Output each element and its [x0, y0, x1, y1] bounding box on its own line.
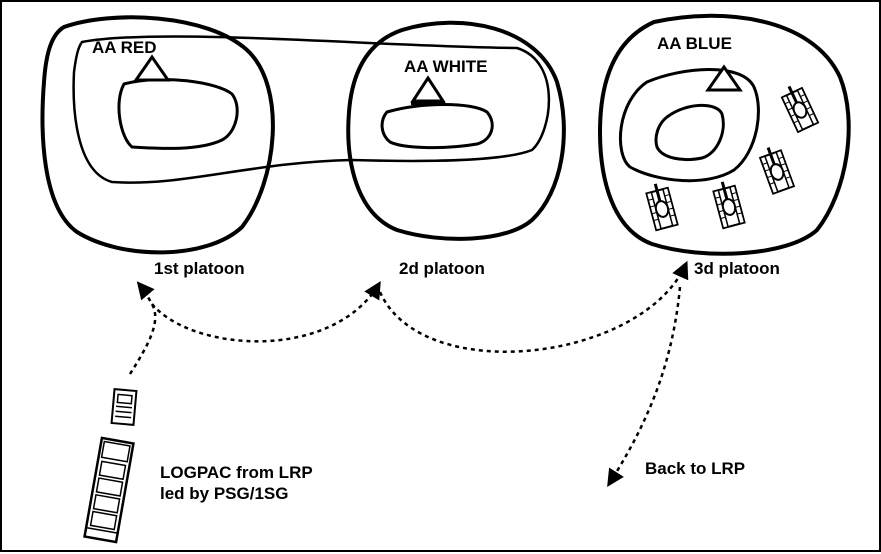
- tank-icon: [758, 144, 794, 194]
- route-to-1st-platoon: [130, 284, 155, 374]
- aa-red-triangle: [136, 57, 168, 80]
- tank-icon: [645, 181, 678, 230]
- aa-blue-area: AA BLUE: [600, 16, 849, 254]
- logpac-label-line1: LOGPAC from LRP: [160, 463, 313, 482]
- lead-vehicle-icon: [112, 389, 137, 425]
- aa-blue-label: AA BLUE: [657, 34, 732, 53]
- tank-icon: [779, 82, 818, 132]
- logpac-label-line2: led by PSG/1SG: [160, 484, 289, 503]
- back-to-lrp-label: Back to LRP: [645, 459, 745, 478]
- aa-red-label: AA RED: [92, 38, 157, 57]
- logpac-truck-icon: [85, 438, 134, 542]
- aa-white-label: AA WHITE: [404, 57, 487, 76]
- aa-white-inner-contour: [382, 105, 492, 148]
- logpac-route: [130, 264, 686, 484]
- route-1st-to-2d-platoon: [152, 284, 379, 341]
- route-back-to-lrp: [609, 287, 680, 484]
- aa-white-triangle: [413, 78, 443, 101]
- tank-icon: [712, 179, 745, 228]
- platoon-2-label: 2d platoon: [399, 259, 485, 278]
- aa-blue-contour-2: [656, 105, 723, 159]
- platoon-3-label: 3d platoon: [694, 259, 780, 278]
- platoon-1-label: 1st platoon: [154, 259, 245, 278]
- aa-red-inner-contour: [119, 79, 237, 148]
